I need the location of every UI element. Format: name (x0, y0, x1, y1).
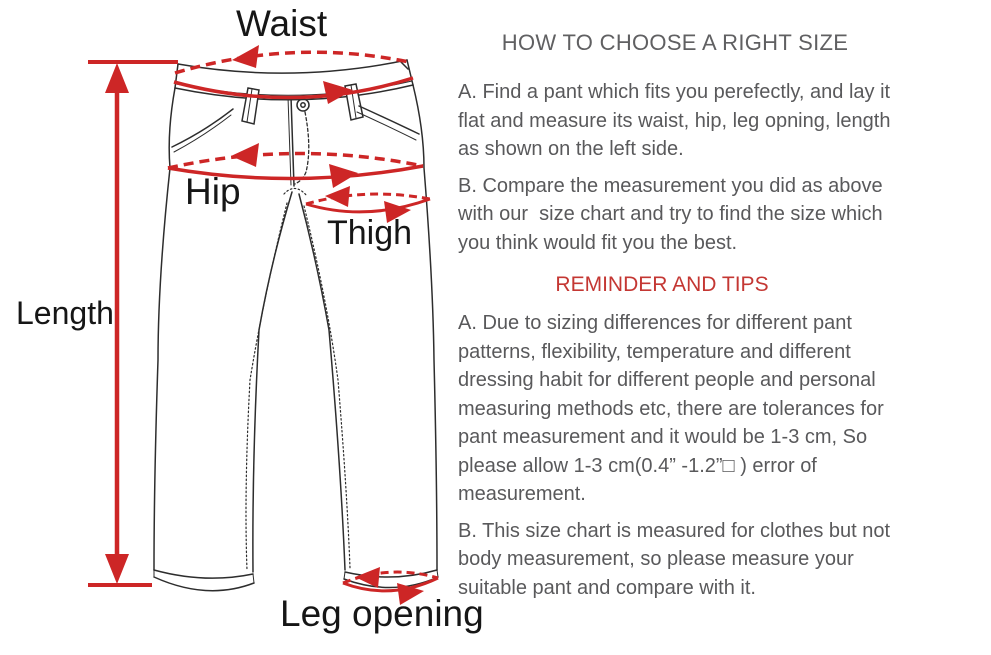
label-leg-opening: Leg opening (280, 593, 484, 634)
leg-opening-measure-arrow (342, 567, 439, 605)
tips-item-b: B. This size chart is measured for cloth… (458, 519, 891, 599)
arrow-up-icon (105, 63, 129, 93)
arrow-right-icon (384, 201, 411, 223)
howto-step-a: A. Find a pant which fits you perefectly… (458, 81, 891, 160)
arrow-left-icon (232, 45, 259, 68)
arrow-right-icon (329, 164, 358, 188)
label-length: Length (16, 295, 114, 331)
label-waist: Waist (236, 3, 328, 44)
pants-outline (153, 59, 439, 592)
howto-step-b: B. Compare the measurement you did as ab… (458, 174, 883, 254)
hip-measure-arrow (167, 143, 424, 188)
label-thigh: Thigh (327, 214, 413, 252)
tips-title: REMINDER AND TIPS (555, 273, 769, 296)
pants-line-art (88, 45, 439, 605)
pants-measurement-diagram: Waist Hip Thigh Length Leg opening (0, 0, 484, 655)
arrow-left-icon (325, 186, 350, 207)
length-measure-arrow (88, 60, 178, 587)
arrow-right-icon (323, 81, 353, 104)
label-hip: Hip (185, 171, 241, 212)
arrow-left-icon (231, 143, 259, 167)
sizing-instructions: HOW TO CHOOSE A RIGHT SIZE A. Find a pan… (458, 28, 958, 610)
thigh-measure-arrow (305, 186, 431, 223)
waist-measure-arrow (173, 45, 414, 104)
tips-item-a: A. Due to sizing differences for differe… (458, 312, 884, 505)
arrow-down-icon (105, 554, 129, 584)
howto-title: HOW TO CHOOSE A RIGHT SIZE (501, 30, 849, 55)
arrow-left-icon (355, 567, 380, 588)
arrow-right-icon (397, 583, 424, 605)
